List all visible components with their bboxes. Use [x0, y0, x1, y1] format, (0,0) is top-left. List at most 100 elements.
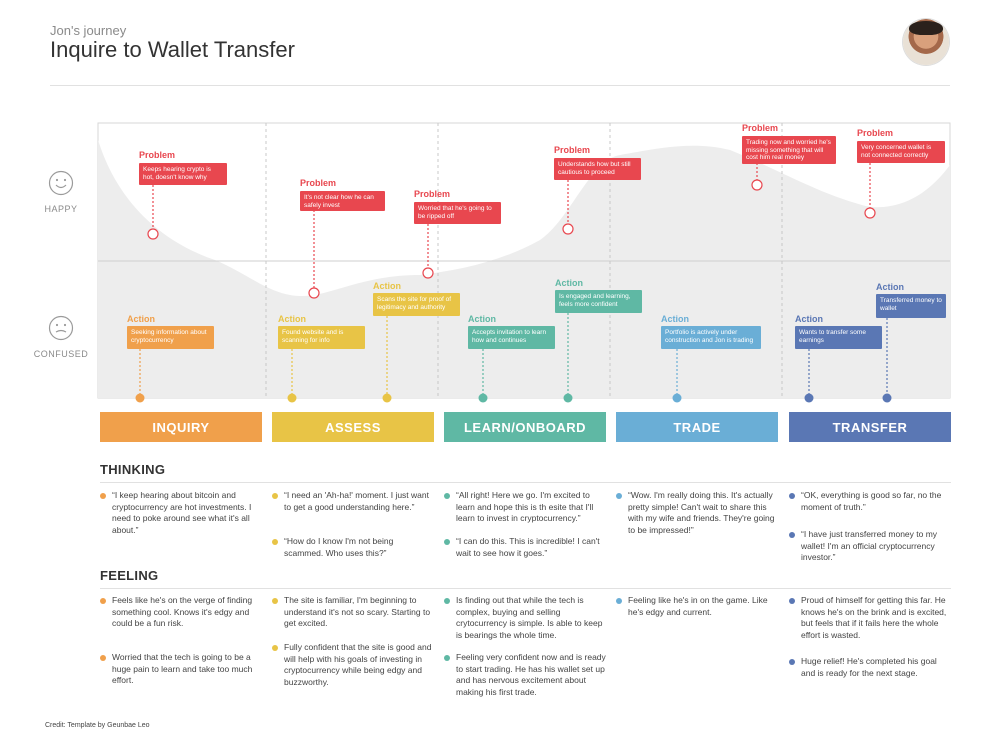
feeling-note: Fully confident that the site is good an…: [272, 642, 434, 688]
bullet-dot: [789, 598, 795, 604]
thinking-note: “How do I know I'm not being scammed. Wh…: [272, 536, 434, 559]
problem-marker-4: [562, 223, 574, 235]
thinking-note: “I need an 'Ah-ha!' moment. I just want …: [272, 490, 434, 513]
action-title-4: Action: [468, 314, 496, 324]
happy-face-icon: [48, 170, 74, 196]
feeling-divider: [100, 588, 951, 589]
bullet-dot: [100, 493, 106, 499]
action-title-2: Action: [278, 314, 306, 324]
problem-marker-2: [308, 287, 320, 299]
problem-card-4: Understands how but still cautious to pr…: [554, 158, 641, 180]
feeling-text: Is finding out that while the tech is co…: [456, 595, 603, 640]
problem-card-3: Worried that he's going to be ripped off: [414, 202, 501, 224]
confused-face-icon: [48, 315, 74, 341]
bullet-dot: [789, 493, 795, 499]
thinking-text: “All right! Here we go. I'm excited to l…: [456, 490, 594, 523]
bullet-dot: [100, 655, 106, 661]
bullet-dot: [272, 598, 278, 604]
stage-learn-onboard: LEARN/ONBOARD: [444, 412, 606, 442]
thinking-text: “I need an 'Ah-ha!' moment. I just want …: [284, 490, 429, 512]
feeling-note: Huge relief! He's completed his goal and…: [789, 656, 951, 679]
action-card-1: Seeking information about cryptocurrency: [127, 326, 214, 349]
problem-marker-5: [751, 179, 763, 191]
action-card-5: Is engaged and learning, feels more conf…: [555, 290, 642, 313]
stage-assess: ASSESS: [272, 412, 434, 442]
stage-transfer: TRANSFER: [789, 412, 951, 442]
bullet-dot: [789, 532, 795, 538]
bullet-dot: [444, 539, 450, 545]
feeling-text: Feeling very confident now and is ready …: [456, 652, 606, 697]
avatar-hair: [909, 21, 943, 35]
feeling-note: Feeling like he's in on the game. Like h…: [616, 595, 778, 618]
thinking-note: “I keep hearing about bitcoin and crypto…: [100, 490, 262, 536]
action-card-2: Found website and is scanning for info: [278, 326, 365, 349]
problem-title-4: Problem: [554, 145, 591, 155]
action-title-7: Action: [795, 314, 823, 324]
problem-title-1: Problem: [139, 150, 176, 160]
problem-marker-1: [147, 228, 159, 240]
problem-title-3: Problem: [414, 189, 451, 199]
thinking-text: “I keep hearing about bitcoin and crypto…: [112, 490, 252, 535]
problem-card-2: It's not clear how he can safely invest: [300, 191, 385, 211]
confused-label: CONFUSED: [33, 349, 89, 359]
thinking-note: “Wow. I'm really doing this. It's actual…: [616, 490, 778, 536]
problem-title-2: Problem: [300, 178, 337, 188]
page-title: Inquire to Wallet Transfer: [50, 37, 295, 62]
stage-inquiry: INQUIRY: [100, 412, 262, 442]
action-card-8: Transferred money to wallet: [876, 294, 946, 318]
action-marker-8: [882, 393, 892, 403]
feeling-note: Worried that the tech is going to be a h…: [100, 652, 262, 687]
thinking-text: “I can do this. This is incredible! I ca…: [456, 536, 600, 558]
action-card-3: Scans the site for proof of legitimacy a…: [373, 293, 460, 316]
feeling-text: The site is familiar, I'm beginning to u…: [284, 595, 431, 628]
thinking-text: “Wow. I'm really doing this. It's actual…: [628, 490, 775, 535]
feeling-note: Is finding out that while the tech is co…: [444, 595, 606, 641]
action-marker-3: [382, 393, 392, 403]
problem-card-1: Keeps hearing crypto is hot, doesn't kno…: [139, 163, 227, 185]
feeling-note: Feeling very confident now and is ready …: [444, 652, 606, 698]
bullet-dot: [272, 493, 278, 499]
bullet-dot: [100, 598, 106, 604]
bullet-dot: [272, 645, 278, 651]
feeling-note: The site is familiar, I'm beginning to u…: [272, 595, 434, 630]
bullet-dot: [272, 539, 278, 545]
action-marker-5: [563, 393, 573, 403]
problem-marker-3: [422, 267, 434, 279]
action-marker-2: [287, 393, 297, 403]
action-marker-6: [672, 393, 682, 403]
feeling-text: Proud of himself for getting this far. H…: [801, 595, 947, 640]
thinking-text: “How do I know I'm not being scammed. Wh…: [284, 536, 394, 558]
problem-title-5: Problem: [742, 123, 779, 133]
problem-marker-6: [864, 207, 876, 219]
bullet-dot: [444, 493, 450, 499]
header-divider: [50, 85, 950, 86]
action-title-5: Action: [555, 278, 583, 288]
action-marker-7: [804, 393, 814, 403]
feeling-note: Proud of himself for getting this far. H…: [789, 595, 951, 641]
thinking-heading: THINKING: [100, 462, 166, 477]
action-card-4: Accepts invitation to learn how and cont…: [468, 326, 555, 349]
problem-card-6: Very concerned wallet is not connected c…: [857, 141, 945, 163]
bullet-dot: [789, 659, 795, 665]
feeling-note: Feels like he's on the verge of finding …: [100, 595, 262, 630]
bullet-dot: [616, 598, 622, 604]
feeling-text: Huge relief! He's completed his goal and…: [801, 656, 937, 678]
thinking-note: “I can do this. This is incredible! I ca…: [444, 536, 606, 559]
problem-title-6: Problem: [857, 128, 894, 138]
feeling-text: Feeling like he's in on the game. Like h…: [628, 595, 768, 617]
action-title-6: Action: [661, 314, 689, 324]
feeling-text: Feels like he's on the verge of finding …: [112, 595, 253, 628]
action-title-1: Action: [127, 314, 155, 324]
action-marker-1: [135, 393, 145, 403]
stage-dividers: [265, 123, 783, 398]
feeling-text: Fully confident that the site is good an…: [284, 642, 432, 687]
action-marker-4: [478, 393, 488, 403]
happy-label: HAPPY: [44, 204, 78, 214]
thinking-divider: [100, 482, 951, 483]
action-title-3: Action: [373, 281, 401, 291]
credit-text: Credit: Template by Geunbae Leo: [45, 722, 150, 729]
avatar: [903, 19, 949, 65]
action-card-7: Wants to transfer some earnings: [795, 326, 882, 349]
stage-trade: TRADE: [616, 412, 778, 442]
thinking-note: “I have just transferred money to my wal…: [789, 529, 951, 564]
